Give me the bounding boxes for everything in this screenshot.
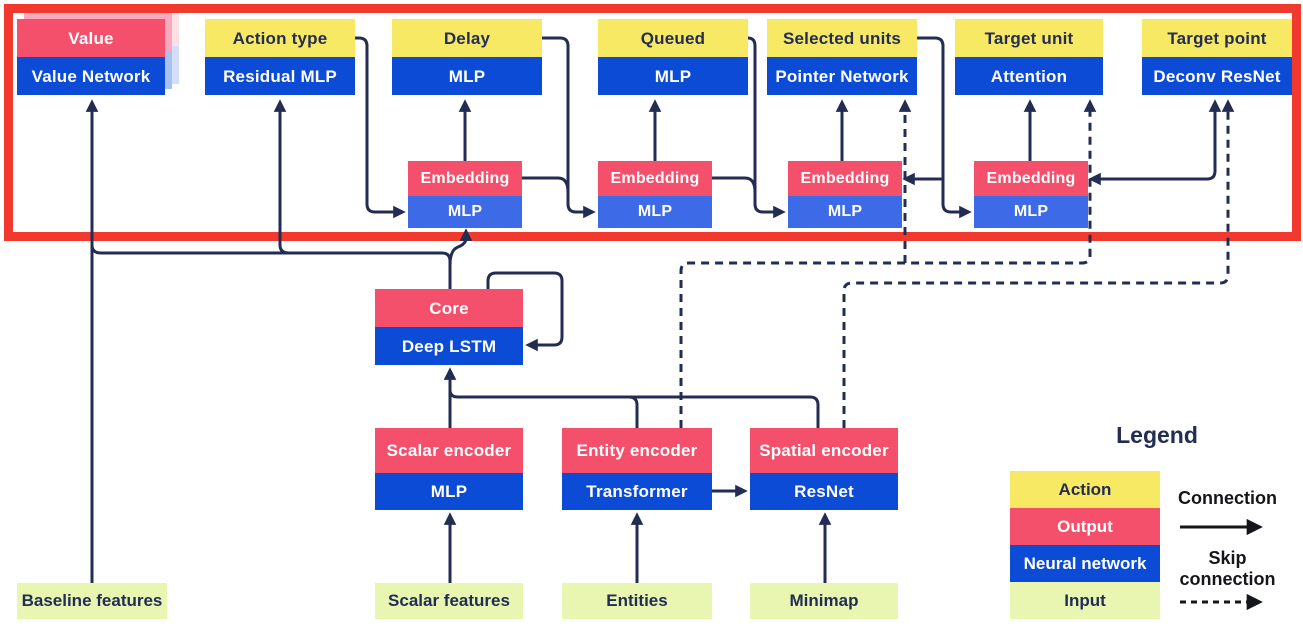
block-queued: Queued MLP: [598, 19, 748, 95]
block-scalar-encoder: Scalar encoder MLP: [375, 428, 523, 510]
value-output-label: Value: [17, 19, 165, 57]
queued-network-label: MLP: [598, 57, 748, 95]
legend-neural-network: Neural network: [1010, 545, 1160, 582]
legend-arrows: [1180, 518, 1263, 611]
block-embedding-3: Embedding MLP: [788, 161, 902, 228]
highlight-frame: [4, 4, 1301, 241]
block-target-unit: Target unit Attention: [955, 19, 1103, 95]
action-type-label: Action type: [205, 19, 355, 57]
legend-action: Action: [1010, 471, 1160, 508]
value-network-label: Value Network: [17, 57, 165, 95]
block-target-point: Target point Deconv ResNet: [1142, 19, 1292, 95]
spatial-encoder-network-label: ResNet: [750, 473, 898, 510]
selected-units-label: Selected units: [767, 19, 917, 57]
block-value: Value Value Network: [17, 19, 165, 95]
block-entity-encoder: Entity encoder Transformer: [562, 428, 712, 510]
target-unit-label: Target unit: [955, 19, 1103, 57]
delay-label: Delay: [392, 19, 542, 57]
block-embedding-4: Embedding MLP: [974, 161, 1088, 228]
legend-skip-connection-label: Skip connection: [1179, 548, 1276, 589]
queued-label: Queued: [598, 19, 748, 57]
entity-encoder-network-label: Transformer: [562, 473, 712, 510]
block-embedding-1: Embedding MLP: [408, 161, 522, 228]
block-spatial-encoder: Spatial encoder ResNet: [750, 428, 898, 510]
core-label: Core: [375, 289, 523, 327]
embedding-4-network-label: MLP: [974, 196, 1088, 228]
entity-encoder-label: Entity encoder: [562, 428, 712, 473]
legend-input: Input: [1010, 582, 1160, 619]
spatial-encoder-label: Spatial encoder: [750, 428, 898, 473]
target-point-label: Target point: [1142, 19, 1292, 57]
block-embedding-2: Embedding MLP: [598, 161, 712, 228]
embedding-3-network-label: MLP: [788, 196, 902, 228]
input-scalar-features: Scalar features: [375, 583, 523, 619]
input-baseline-features: Baseline features: [17, 583, 167, 619]
legend-connection-label: Connection: [1178, 488, 1277, 508]
input-minimap: Minimap: [750, 583, 898, 619]
block-delay: Delay MLP: [392, 19, 542, 95]
embedding-3-label: Embedding: [788, 161, 902, 196]
target-point-network-label: Deconv ResNet: [1142, 57, 1292, 95]
delay-network-label: MLP: [392, 57, 542, 95]
embedding-1-label: Embedding: [408, 161, 522, 196]
embedding-1-network-label: MLP: [408, 196, 522, 228]
target-unit-network-label: Attention: [955, 57, 1103, 95]
embedding-4-label: Embedding: [974, 161, 1088, 196]
embedding-2-network-label: MLP: [598, 196, 712, 228]
embedding-2-label: Embedding: [598, 161, 712, 196]
scalar-encoder-label: Scalar encoder: [375, 428, 523, 473]
input-entities: Entities: [562, 583, 712, 619]
legend-output: Output: [1010, 508, 1160, 545]
legend-title: Legend: [1116, 422, 1198, 448]
selected-units-network-label: Pointer Network: [767, 57, 917, 95]
scalar-encoder-network-label: MLP: [375, 473, 523, 510]
block-selected-units: Selected units Pointer Network: [767, 19, 917, 95]
block-core: Core Deep LSTM: [375, 289, 523, 365]
core-network-label: Deep LSTM: [375, 327, 523, 365]
action-type-network-label: Residual MLP: [205, 57, 355, 95]
block-action-type: Action type Residual MLP: [205, 19, 355, 95]
